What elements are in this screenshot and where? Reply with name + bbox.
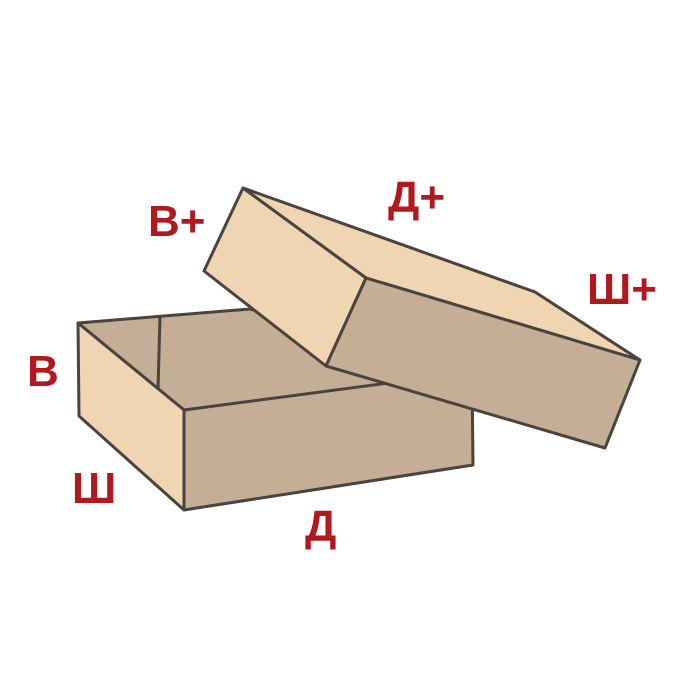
base-front-face xyxy=(182,370,475,512)
label-lid-width: Ш+ xyxy=(587,265,657,314)
label-lid-height: В+ xyxy=(148,197,205,246)
label-lid-length: Д+ xyxy=(388,173,445,222)
label-box-height: В xyxy=(27,347,59,396)
lid xyxy=(202,186,642,450)
base-inner-corner-edge xyxy=(156,315,162,391)
label-box-length: Д xyxy=(305,502,336,551)
label-box-width: Ш xyxy=(72,464,116,513)
base-box xyxy=(76,307,475,512)
lid-front-face xyxy=(324,276,642,450)
